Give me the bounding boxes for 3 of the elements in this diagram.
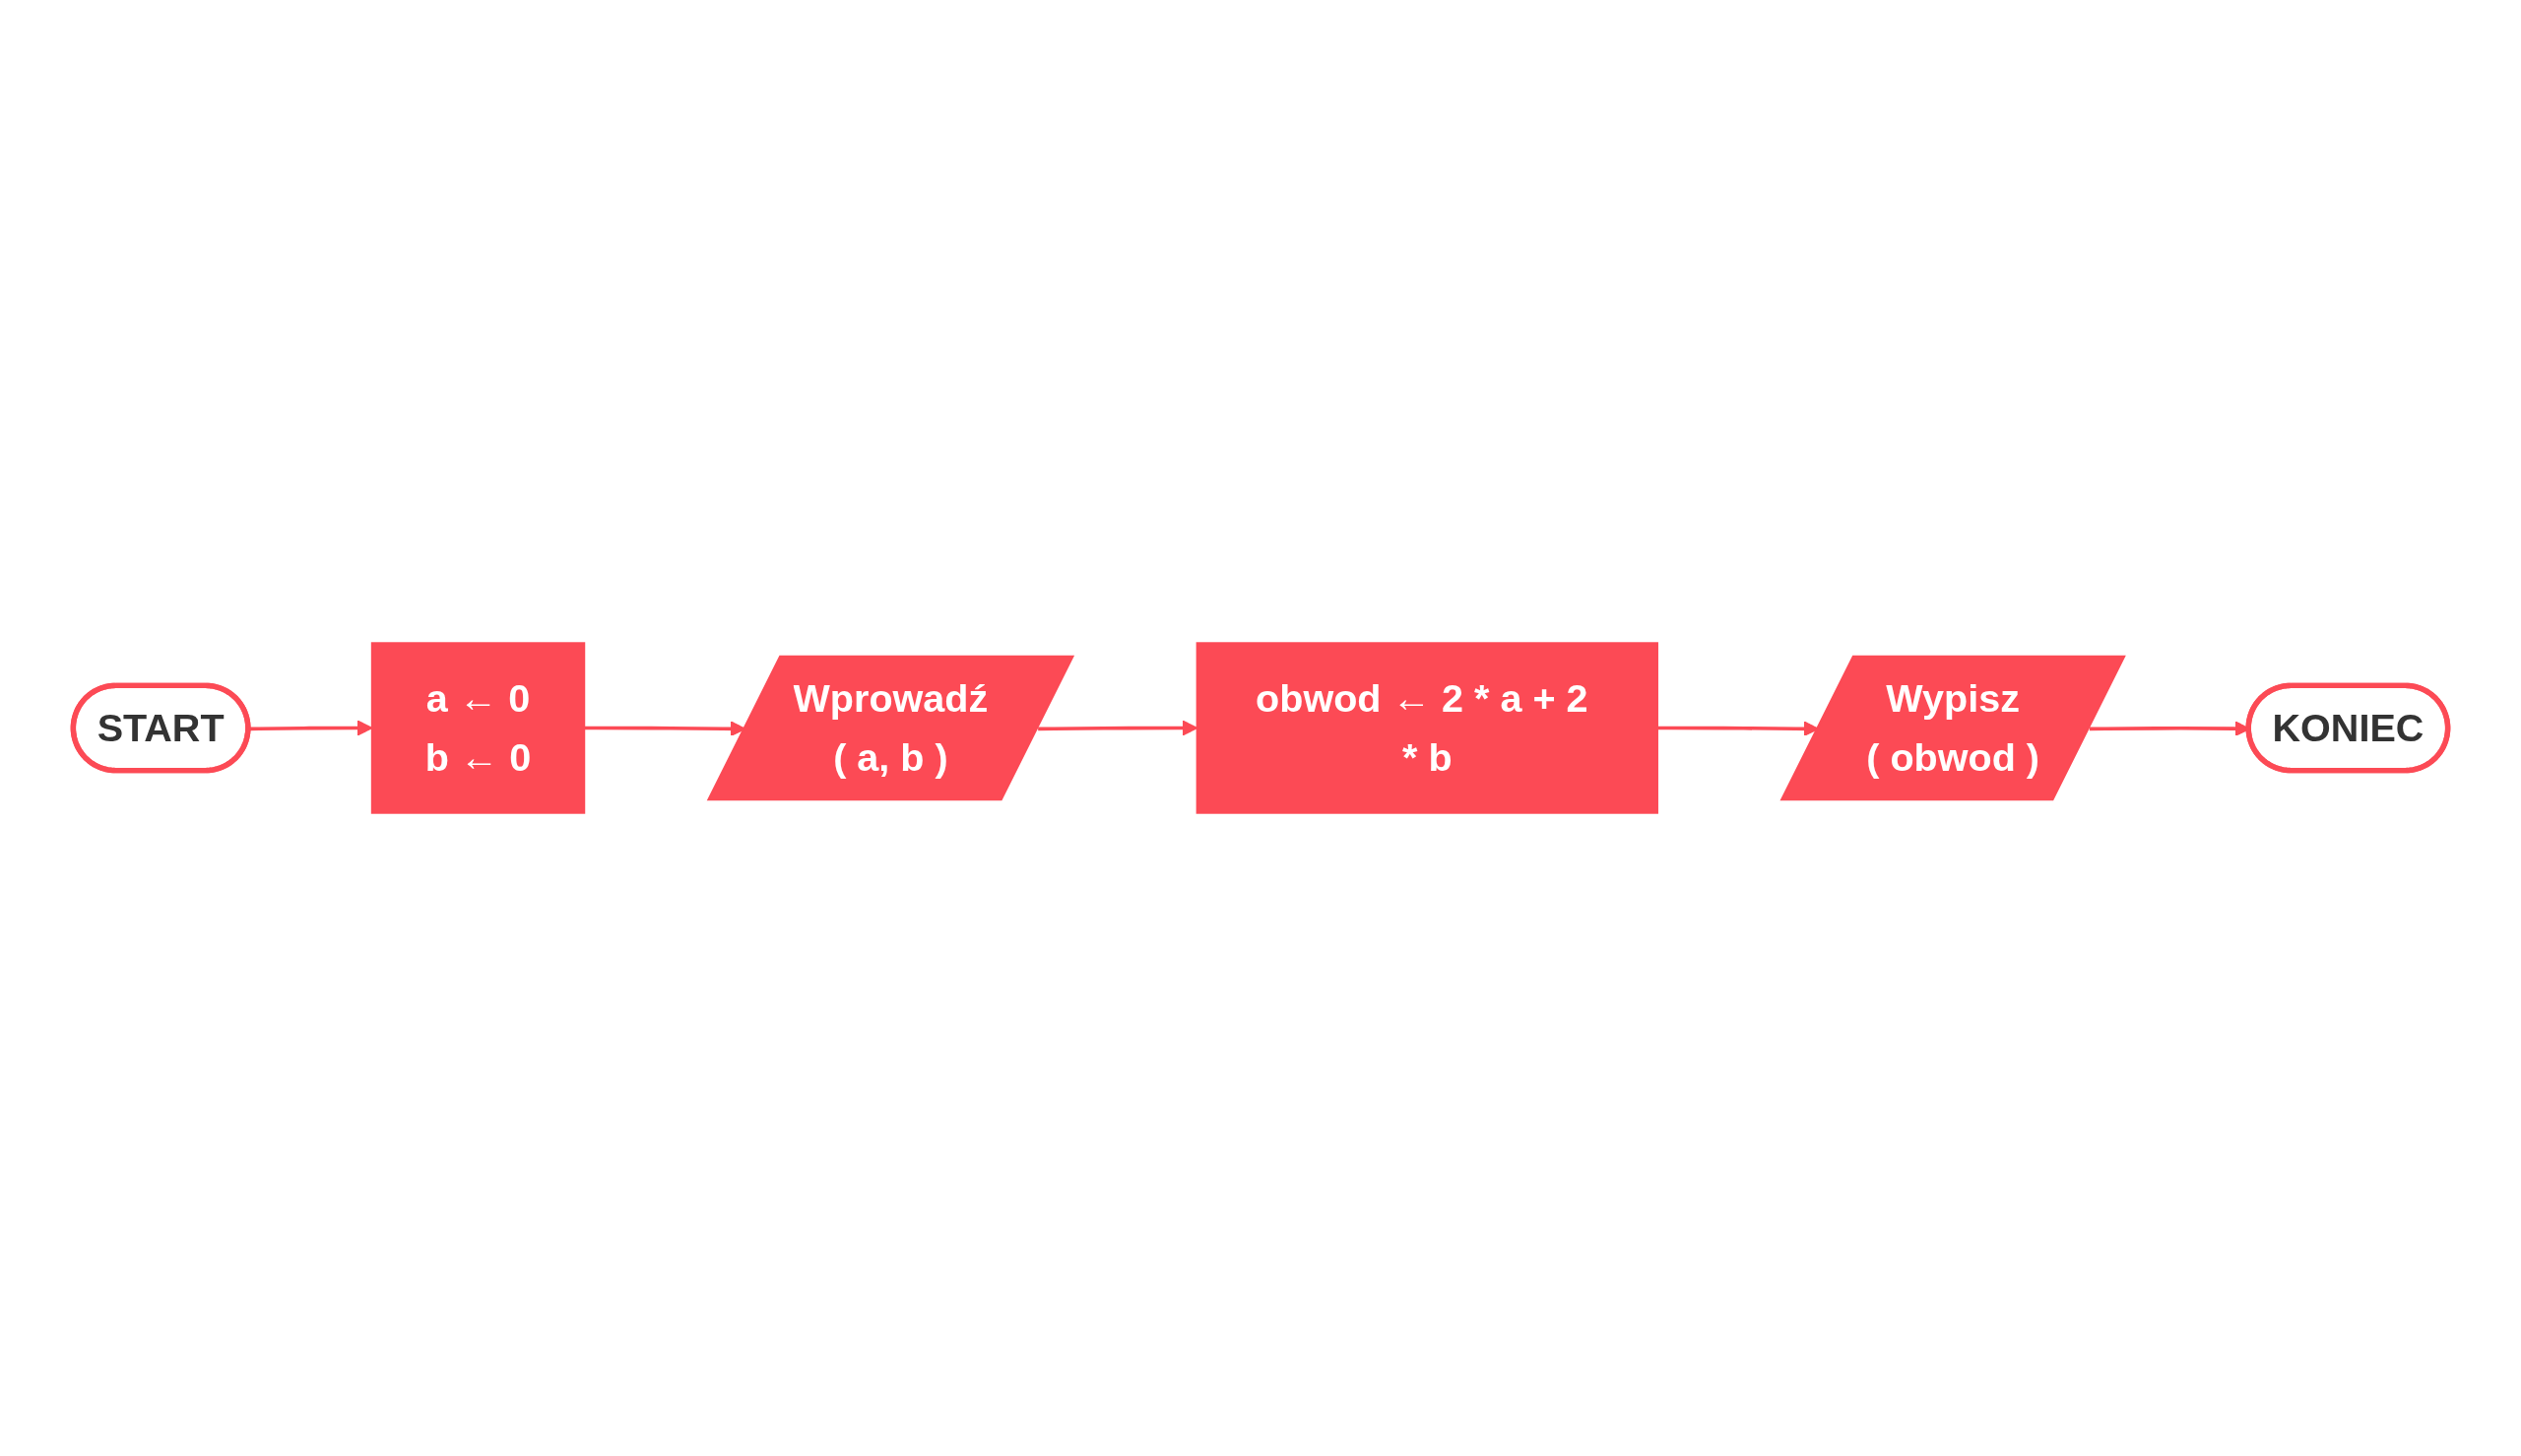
node-box: obwod ← 2 * a + 2 * b [1196,642,1658,814]
node-box: a ← 0 b ← 0 [370,642,586,814]
arrow [1657,721,1819,737]
